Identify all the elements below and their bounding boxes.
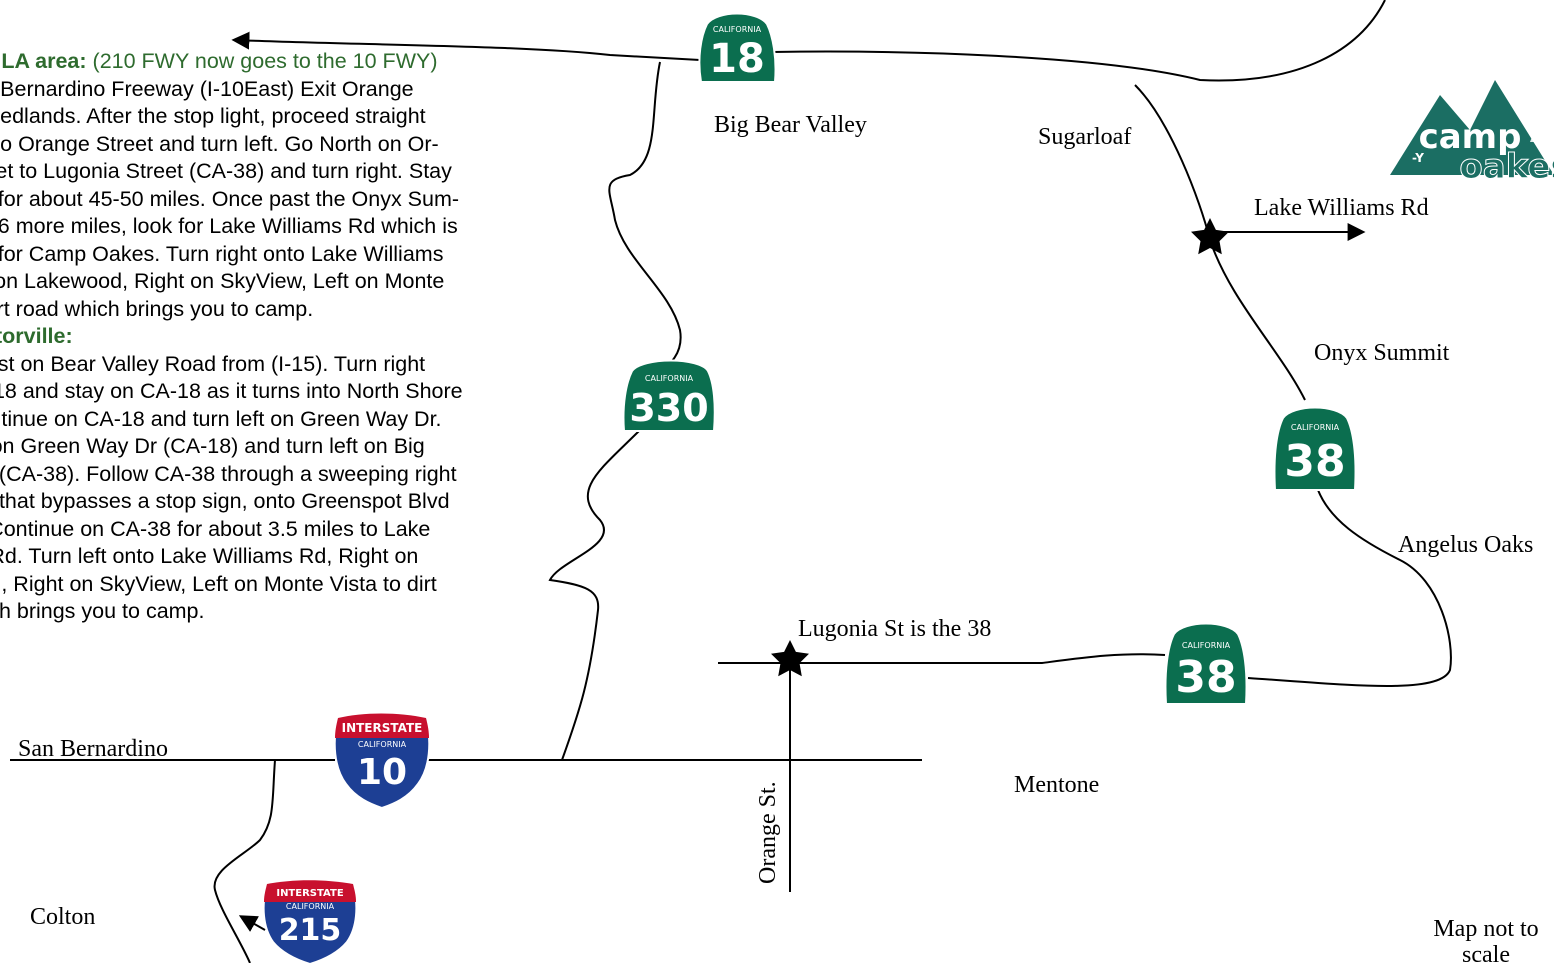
star-marker-icon: [1191, 218, 1229, 255]
road-330: [608, 61, 682, 381]
label-colton: Colton: [30, 904, 95, 930]
label-lugonia-st: Lugonia St is the 38: [798, 616, 991, 642]
label-lake-williams-rd: Lake Williams Rd: [1254, 195, 1429, 221]
logo-ymca-mark: -Y: [1412, 151, 1424, 165]
la-line-7: street for Camp Oakes. Turn right onto L…: [0, 241, 444, 266]
road-38-north: [1134, 84, 1306, 401]
shield-ca-label: CALIFORNIA: [1182, 641, 1231, 650]
shield-number: 215: [279, 913, 342, 948]
label-map-scale-1: Map not to: [1433, 916, 1538, 942]
label-mentone: Mentone: [1014, 772, 1099, 798]
road-330-south: [548, 429, 641, 761]
la-line-2: et in Redlands. After the stop light, pr…: [0, 104, 426, 128]
vv-heading: m Victorville:: [0, 324, 73, 348]
vv-line-2: o CA-18 and stay on CA-18 as it turns in…: [0, 379, 463, 403]
shield-number: 38: [1175, 652, 1236, 703]
shield-ca-label: CALIFORNIA: [358, 740, 407, 749]
vv-line-1: vel East on Bear Valley Road from (I-15)…: [0, 351, 426, 376]
la-line-9: a to dirt road which brings you to camp.: [0, 296, 314, 321]
label-map-scale-2: scale: [1462, 942, 1510, 963]
la-heading-line: m the LA area: (210 FWY now goes to the …: [0, 48, 598, 76]
road-215: [213, 759, 276, 963]
ca-38-shield: CALIFORNIA 38: [1273, 406, 1357, 491]
directions-text: m the LA area: (210 FWY now goes to the …: [0, 48, 598, 626]
la-line-6: about 6 more miles, look for Lake Willia…: [0, 214, 458, 238]
la-line-4: e Street to Lugonia Street (CA-38) and t…: [0, 159, 452, 183]
shield-ca-label: CALIFORNIA: [286, 902, 335, 911]
road-to-la: [231, 31, 701, 61]
shield-ca-label: CALIFORNIA: [713, 25, 762, 34]
la-line-8: Right on Lakewood, Right on SkyView, Lef…: [0, 269, 445, 293]
la-note: (210 FWY now goes to the 10 FWY): [86, 49, 438, 73]
vv-line-8: iams Rd. Turn left onto Lake Williams Rd…: [0, 544, 419, 568]
shield-ca-label: CALIFORNIA: [645, 374, 694, 383]
label-big-bear-valley: Big Bear Valley: [714, 112, 867, 138]
shield-interstate-label: INTERSTATE: [276, 888, 343, 899]
star-marker-icon: [771, 640, 809, 677]
shield-interstate-label: INTERSTATE: [342, 721, 423, 735]
la-heading: m the LA area:: [0, 49, 87, 73]
road-lugonia: [718, 653, 1166, 664]
la-line-3: block to Orange Street and turn left. Go…: [0, 131, 439, 156]
label-san-bernardino: San Bernardino: [18, 736, 168, 762]
vv-line-6: d turn that bypasses a stop sign, onto G…: [0, 489, 450, 513]
colton-arrow: [238, 915, 266, 932]
la-line-5: he 38 for about 45-50 miles. Once past t…: [0, 186, 460, 211]
camp-oakes-logo: camp oakes -Y: [1390, 80, 1554, 188]
ca-330-shield: CALIFORNIA 330: [622, 359, 716, 432]
shield-ca-label: CALIFORNIA: [1291, 423, 1340, 432]
shield-number: 18: [709, 36, 765, 82]
vv-line-7: -38). Continue on CA-38 for about 3.5 mi…: [0, 516, 431, 541]
ca-38-shield: CALIFORNIA 38: [1164, 622, 1248, 705]
vv-line-3: e. Continue on CA-18 and turn left on Gr…: [0, 406, 442, 431]
la-line-1: e San Bernardino Freeway (I-10East) Exit…: [0, 76, 414, 101]
label-angelus-oaks: Angelus Oaks: [1398, 532, 1533, 558]
i-10-shield: INTERSTATE CALIFORNIA 10: [333, 712, 431, 810]
label-onyx-summit: Onyx Summit: [1314, 340, 1450, 366]
vv-line-5: r Blvd (CA-38). Follow CA-38 through a s…: [0, 461, 457, 486]
vv-line-9: ewood, Right on SkyView, Left on Monte V…: [0, 571, 437, 596]
logo-word-camp: camp: [1419, 117, 1522, 157]
label-orange-st: Orange St.: [755, 781, 781, 884]
shield-number: 38: [1284, 436, 1345, 487]
label-sugarloaf: Sugarloaf: [1038, 124, 1131, 150]
road-18-east: [771, 0, 1386, 82]
logo-word-oakes: oakes: [1459, 147, 1554, 187]
vv-line-4: tinue on Green Way Dr (CA-18) and turn l…: [0, 434, 425, 458]
ca-18-shield: CALIFORNIA 18: [698, 12, 777, 83]
vv-line-10: d which brings you to camp.: [0, 599, 205, 623]
shield-number: 10: [357, 752, 407, 793]
road-38-mid: [1247, 489, 1452, 687]
i-215-shield: INTERSTATE CALIFORNIA 215: [262, 879, 358, 963]
shield-number: 330: [629, 386, 708, 430]
